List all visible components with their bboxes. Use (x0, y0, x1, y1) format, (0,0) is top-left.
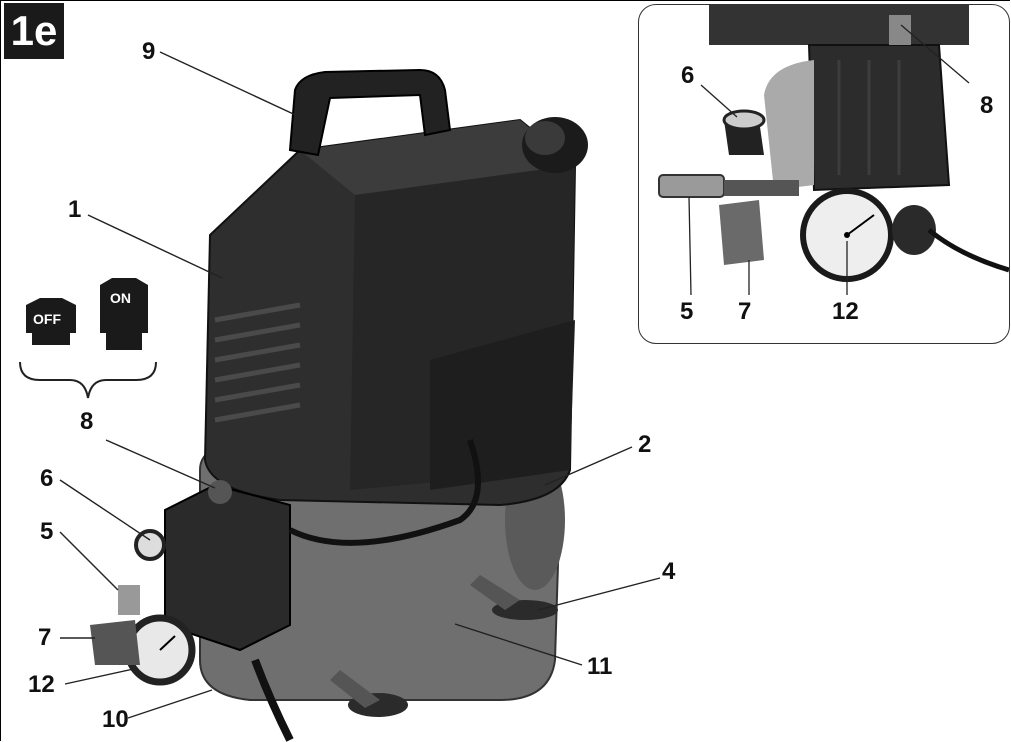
pressure-gauges (90, 529, 196, 686)
inset-illustration (658, 5, 1009, 296)
inset-callout-8: 8 (980, 92, 994, 119)
rubber-feet (330, 575, 558, 717)
air-filter (522, 117, 588, 173)
figure-tag: 1e (4, 3, 64, 59)
switch-on-label: ON (110, 290, 131, 306)
callout-12: 12 (28, 671, 55, 698)
callout-2: 2 (638, 431, 652, 458)
callout-6: 6 (40, 465, 54, 492)
callout-5: 5 (40, 518, 54, 545)
switch-off-icon (26, 298, 76, 345)
inset-callout-5: 5 (680, 298, 694, 325)
carry-handle (288, 68, 452, 157)
callout-4: 4 (662, 558, 676, 585)
inset-callout-6: 6 (681, 62, 695, 89)
inset-callout-12: 12 (832, 298, 859, 325)
switch-off-label: OFF (33, 311, 61, 327)
callout-1: 1 (68, 196, 82, 223)
leader-lines (59, 51, 661, 719)
callout-10: 10 (102, 706, 129, 733)
motor-housing (203, 118, 577, 507)
detail-inset (638, 4, 1010, 344)
callout-8-switch: 8 (80, 408, 94, 435)
callout-9: 9 (142, 38, 156, 65)
callout-7: 7 (38, 624, 52, 651)
inset-callout-7: 7 (738, 298, 752, 325)
callout-11: 11 (587, 653, 613, 680)
switch-on-icon (100, 278, 148, 350)
